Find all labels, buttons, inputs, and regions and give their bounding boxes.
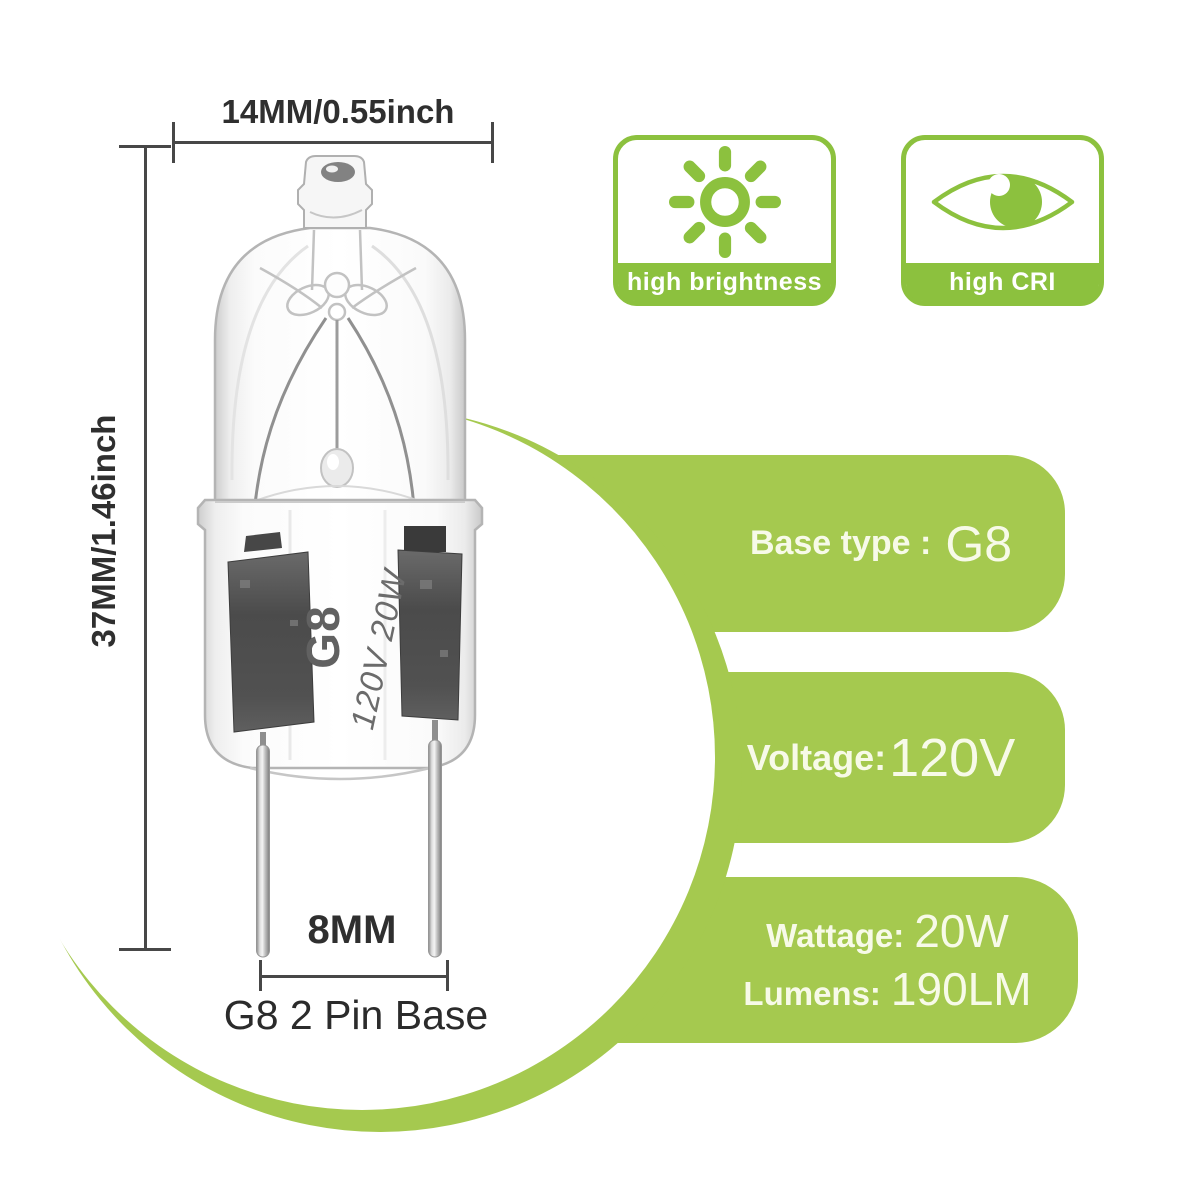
spec-wattage-value: 20W — [914, 905, 1009, 957]
pin-distance-line — [260, 975, 448, 978]
bulb-print-base: G8 — [297, 605, 349, 668]
spec-wattage-label: Wattage: — [766, 917, 905, 954]
pin-distance-label: 8MM — [307, 908, 397, 952]
height-dimension-label: 37MM/1.46inch — [85, 414, 122, 648]
height-dimension-line — [144, 146, 147, 951]
spec-wattage-row: Wattage: 20W — [766, 904, 1009, 958]
halogen-bulb-illustration: G8 120V 20W — [196, 155, 484, 958]
badge-icon-area — [906, 140, 1099, 263]
spec-lumens-row: Lumens: 190LM — [743, 962, 1031, 1016]
width-dimension-line — [173, 141, 494, 144]
spec-voltage: Voltage: 120V — [695, 672, 1067, 843]
badge-icon-area — [618, 140, 831, 263]
width-dimension-label: 14MM/0.55inch — [221, 93, 455, 130]
width-dimension-tick-right — [491, 122, 494, 163]
spec-base-type-value: G8 — [945, 515, 1013, 572]
pin-distance-tick-left — [259, 960, 262, 991]
spec-wattage-lumens: Wattage: 20W Lumens: 190LM — [695, 877, 1080, 1043]
width-dimension-tick-left — [172, 122, 175, 163]
spec-base-type: Base type : G8 — [695, 455, 1067, 632]
spec-voltage-value: 120V — [889, 727, 1016, 788]
eye-icon — [931, 173, 1074, 230]
spec-lumens-value: 190LM — [890, 963, 1032, 1015]
pin-distance-tick-right — [446, 960, 449, 991]
base-caption: G8 2 Pin Base — [223, 992, 489, 1038]
badge-label: high brightness — [618, 263, 831, 301]
badge-label: high CRI — [906, 263, 1099, 301]
badge-high-brightness: high brightness — [613, 135, 836, 306]
sun-icon — [668, 145, 781, 258]
badge-high-cri: high CRI — [901, 135, 1104, 306]
height-dimension-tick-top — [119, 145, 171, 148]
bulb-contact-plates — [227, 526, 463, 733]
spec-base-type-label: Base type : — [749, 524, 932, 562]
bulb-pins — [256, 720, 442, 958]
height-dimension-tick-bottom — [119, 948, 171, 951]
bulb-tip-nub — [297, 155, 373, 229]
spec-voltage-label: Voltage: — [746, 736, 887, 778]
spec-lumens-label: Lumens: — [743, 975, 881, 1012]
